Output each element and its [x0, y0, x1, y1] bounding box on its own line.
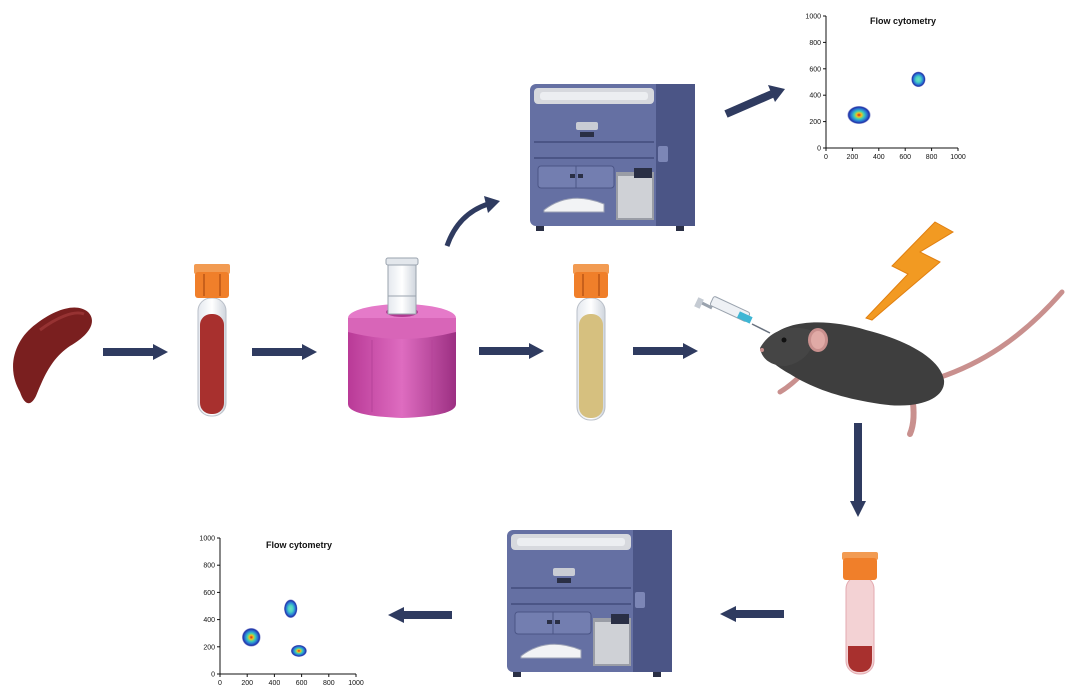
arrow-mouse-to-blood: [850, 423, 866, 517]
syringe-icon: [694, 296, 771, 334]
x-tick-label: 200: [241, 680, 253, 687]
serum-tube-icon: [573, 264, 609, 421]
y-tick-label: 0: [817, 146, 821, 153]
x-tick-label: 0: [218, 680, 222, 687]
x-tick-label: 0: [824, 154, 828, 161]
flow-cytometer-icon-bottom: [506, 529, 673, 678]
plot-title-top: Flow cytometry: [870, 16, 936, 26]
arrow-centrifuge-to-serum: [479, 343, 544, 359]
y-tick-label: 400: [203, 617, 215, 624]
y-tick-label: 600: [809, 66, 821, 73]
y-tick-label: 800: [809, 40, 821, 47]
x-tick-label: 200: [847, 154, 859, 161]
cell-population: [241, 627, 261, 647]
plot-title-bottom: Flow cytometry: [266, 540, 332, 550]
x-tick-label: 400: [873, 154, 885, 161]
arrow-blood-to-cytometer: [720, 606, 784, 622]
arrow-cytometer-to-plot: [724, 85, 785, 118]
flow-cytometer-icon: [529, 83, 696, 232]
arrow-tube-to-centrifuge: [252, 344, 317, 360]
cell-population: [283, 599, 298, 619]
x-tick-label: 600: [899, 154, 911, 161]
flow-cytometry-plot-bottom: Flow cytometry 0 200 400 600 800 1000 0 200 400…: [199, 536, 363, 688]
flow-cytometry-plot-top: Flow cytometry 0 200 400 600 800 1000 0 200 400…: [805, 14, 965, 162]
y-tick-label: 400: [809, 93, 821, 100]
arrow-spleen-to-tube: [103, 344, 168, 360]
y-tick-label: 200: [809, 119, 821, 126]
arrow-serum-to-mouse: [633, 343, 698, 359]
centrifuge-icon: [348, 257, 456, 418]
x-tick-label: 800: [926, 154, 938, 161]
lightning-bolt-icon: [865, 221, 954, 321]
curved-arrow-to-cytometer: [444, 196, 500, 247]
cell-population: [911, 71, 926, 88]
x-tick-label: 400: [269, 680, 281, 687]
y-tick-label: 200: [203, 644, 215, 651]
y-tick-label: 1000: [805, 14, 821, 21]
spleen-icon: [13, 307, 92, 404]
x-tick-label: 1000: [950, 154, 966, 161]
y-tick-label: 800: [203, 563, 215, 570]
blood-sample-tube-icon: [842, 552, 878, 675]
y-tick-label: 0: [211, 672, 215, 679]
mouse-icon: [760, 289, 1065, 437]
arrow-cytometer-to-plot-bottom: [388, 607, 452, 623]
x-tick-label: 600: [296, 680, 308, 687]
y-tick-label: 1000: [199, 536, 215, 543]
x-tick-label: 800: [323, 680, 335, 687]
cell-population: [847, 105, 871, 125]
blood-tube-icon: [194, 264, 230, 417]
x-tick-label: 1000: [348, 680, 364, 687]
y-tick-label: 600: [203, 590, 215, 597]
cell-population: [290, 644, 308, 657]
